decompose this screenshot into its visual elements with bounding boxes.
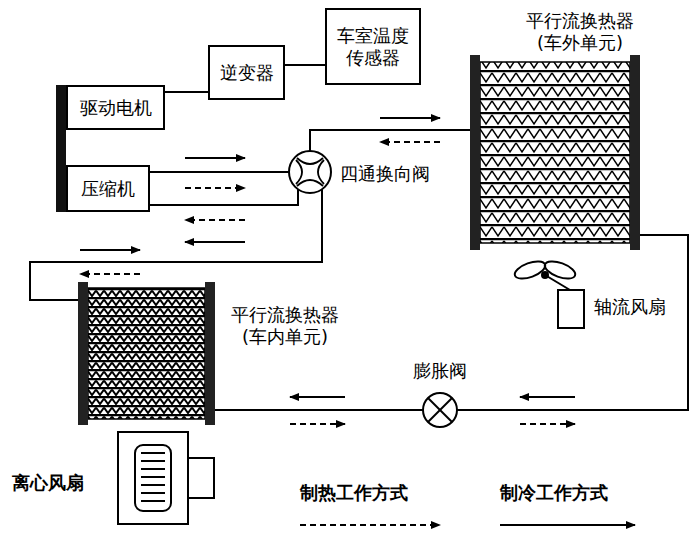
node-label: 逆变器 [220, 62, 274, 84]
legend-sample-solid [500, 524, 635, 526]
refrigerant-pipe [150, 171, 289, 173]
four-way-valve-symbol [289, 151, 331, 193]
axial-fan-symbol [513, 258, 584, 328]
node-label: 四通换向阀 [340, 163, 444, 185]
inverter-box: 逆变器 [208, 45, 285, 100]
outdoor-exchanger: 平行流换热器 (车外单元) [470, 55, 640, 250]
node-label: 压缩机 [81, 178, 135, 200]
legend-text: 制冷工作方式 [500, 482, 608, 504]
exchanger-core [480, 62, 630, 243]
exchanger-header [630, 55, 640, 250]
node-label: 膨胀阀 [408, 360, 472, 382]
sensor-box: 车室温度 传感器 [325, 8, 421, 85]
expansion-valve-symbol [423, 393, 457, 427]
four-way-valve: 四通换向阀 [289, 151, 331, 193]
compressor-box: 压缩机 [66, 165, 150, 212]
node-label: 车室温度 传感器 [333, 25, 413, 69]
node-label: 离心风扇 [12, 472, 104, 494]
centrifugal-fan: 离心风扇 [115, 430, 215, 526]
refrigerant-pipe [285, 64, 325, 66]
node-label: 平行流换热器 (车外单元) [515, 10, 645, 54]
exchanger-header [205, 282, 215, 425]
exchanger-header [470, 55, 480, 250]
node-label: 平行流换热器 (车内单元) [224, 304, 346, 348]
flow-arrows [80, 118, 575, 424]
refrigerant-pipe [215, 409, 423, 411]
node-label: 驱动电机 [80, 97, 152, 119]
motor-box: 驱动电机 [66, 85, 165, 130]
refrigerant-pipe [165, 91, 208, 93]
refrigerant-pipe [310, 130, 470, 151]
exchanger-core [88, 288, 205, 419]
exchanger-header [78, 282, 88, 425]
refrigerant-pipe [150, 189, 298, 205]
legend-text: 制热工作方式 [300, 482, 408, 504]
centrifugal-fan-symbol [118, 432, 214, 524]
refrigerant-pipe [457, 235, 688, 410]
node-label: 轴流风扇 [594, 296, 676, 318]
axial-fan: 轴流风扇 [512, 258, 590, 330]
shaft-bar [56, 85, 66, 212]
legend-sample-dashed [300, 524, 440, 526]
indoor-exchanger: 平行流换热器 (车内单元) [78, 282, 215, 425]
expansion-valve: 膨胀阀 [423, 393, 457, 427]
